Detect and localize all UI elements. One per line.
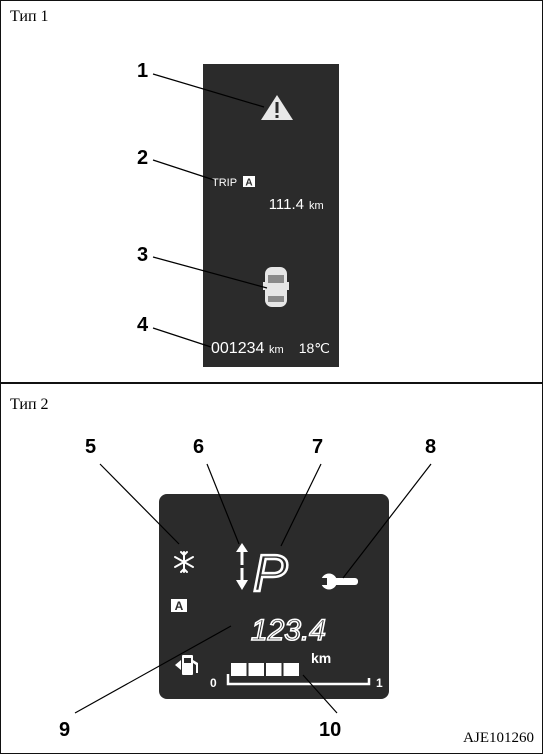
- gear-indicator: P: [253, 545, 288, 603]
- callout-line-10: [302, 674, 338, 714]
- fuel-segment: [231, 663, 247, 676]
- odometer-value: 001234: [211, 340, 264, 357]
- trip-label: TRIP: [212, 177, 237, 189]
- type1-diagram: TRIP A 111.4 km 001234 km 18℃: [152, 64, 339, 367]
- callout-7: 7: [312, 436, 324, 458]
- fuel-segment: [248, 663, 264, 676]
- wrench-icon: [317, 573, 358, 590]
- shift-up-down-icon: [236, 543, 248, 590]
- mode-badge-box: [171, 599, 187, 612]
- fuel-segment: [283, 663, 299, 676]
- callout-10: 10: [319, 719, 342, 741]
- callout-4: 4: [137, 314, 149, 336]
- car-top-view-icon: [263, 267, 289, 307]
- type2-diagram: A P 123.4 km 0 1: [74, 463, 432, 714]
- callout-5: 5: [85, 436, 97, 458]
- callout-line-8: [342, 463, 432, 579]
- callout-line-2: [152, 159, 215, 181]
- trip-unit: km: [309, 200, 324, 212]
- type1-title: Тип 1: [10, 8, 49, 25]
- fuel-gauge-scale: [226, 674, 371, 686]
- type2-title: Тип 2: [10, 396, 49, 413]
- fuel-gauge-fill: [231, 663, 299, 676]
- callout-1: 1: [137, 60, 149, 82]
- callout-line-5: [99, 463, 180, 545]
- callout-line-3: [152, 256, 268, 289]
- trip-badge-box: [243, 176, 255, 187]
- callout-8: 8: [425, 436, 437, 458]
- callout-line-6: [206, 463, 240, 545]
- callout-line-7: [280, 463, 322, 547]
- fuel-segment: [266, 663, 282, 676]
- fuel-min-label: 0: [210, 676, 217, 690]
- figure-code: AJE101260: [463, 730, 534, 746]
- callout-line-9: [74, 625, 232, 714]
- callout-line-4: [152, 327, 212, 348]
- distance-value: 123.4: [251, 614, 326, 647]
- snowflake-icon: [174, 551, 194, 573]
- temperature: 18℃: [299, 340, 330, 356]
- trip-value: 111.4: [269, 196, 304, 213]
- callout-9: 9: [59, 719, 71, 741]
- distance-unit: km: [311, 650, 331, 666]
- callout-6: 6: [193, 436, 205, 458]
- callout-3: 3: [137, 244, 149, 266]
- fuel-max-label: 1: [376, 676, 383, 690]
- warning-triangle-icon: [261, 95, 293, 120]
- trip-badge: A: [245, 178, 252, 189]
- type2-display-panel: [159, 494, 389, 699]
- callout-2: 2: [137, 147, 149, 169]
- mode-badge: A: [175, 599, 184, 613]
- fuel-pump-icon: [175, 655, 198, 675]
- callout-line-1: [152, 73, 265, 108]
- odometer-unit: km: [269, 344, 284, 356]
- section-divider: [1, 382, 542, 384]
